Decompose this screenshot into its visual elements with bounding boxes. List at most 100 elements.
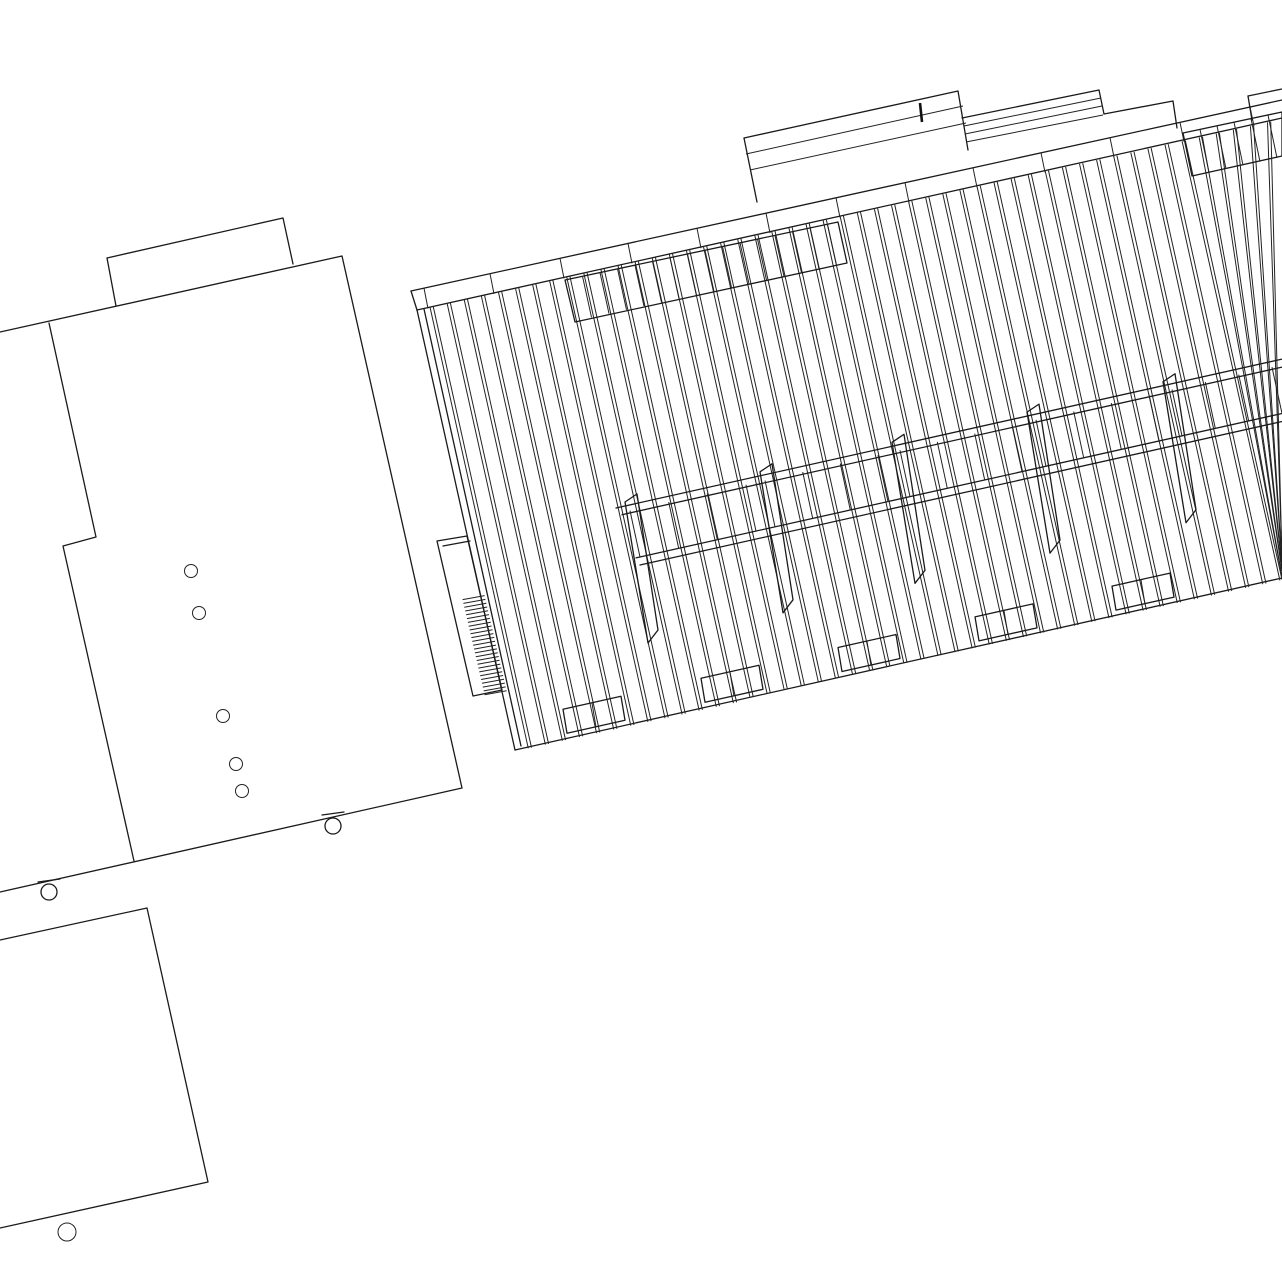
roof-rib: [668, 254, 768, 694]
stair-tread: [481, 678, 505, 684]
roof-rib: [620, 264, 720, 707]
roof-rib: [466, 298, 567, 741]
north-annex-a: [743, 90, 969, 151]
skylight-mullion: [1267, 114, 1278, 159]
roof-rib: [1113, 156, 1212, 596]
column-marker: [184, 564, 198, 578]
roof-rib: [706, 245, 805, 686]
skylight-mullion: [792, 231, 802, 273]
stair-tread: [478, 663, 501, 669]
roof-rib: [945, 193, 1045, 633]
gutter-unit: [974, 603, 1038, 642]
stair-tread: [471, 633, 494, 639]
column-markers: [184, 564, 249, 798]
north-annex-d: [1247, 88, 1282, 97]
roof-rib: [552, 279, 652, 722]
roof-rib: [993, 182, 1093, 623]
roof-rib: [723, 242, 823, 682]
eave-panel-joint: [696, 228, 702, 249]
eave-panels: [423, 106, 1255, 309]
skylight-pane-edge: [1035, 419, 1047, 467]
skylight-pane-edge: [936, 441, 948, 489]
roof-rib: [1198, 137, 1282, 577]
lower-building: [0, 907, 209, 1242]
roof-rib: [996, 181, 1096, 622]
stair-tread: [482, 682, 505, 688]
roof-rib: [720, 242, 819, 683]
roof-rib: [480, 295, 580, 738]
roof-rib: [1044, 171, 1144, 611]
band-rail-bottom: [639, 420, 1282, 566]
left-building-inner-wing: [48, 322, 135, 862]
roof-rib: [774, 230, 874, 671]
roof-rib: [976, 186, 1076, 626]
skylight-mullion: [809, 227, 820, 270]
roof-rib: [501, 291, 601, 733]
roof-rib: [1061, 167, 1161, 607]
roof-rib: [1181, 141, 1281, 581]
gutter-divider: [866, 641, 872, 666]
roof-rib: [654, 257, 754, 697]
roof-rib: [959, 190, 1059, 630]
left-building: [0, 217, 463, 901]
roof-rib: [839, 216, 939, 656]
roof-rib: [497, 291, 598, 734]
roof-rib: [1010, 178, 1110, 619]
roof-rib: [908, 201, 1007, 641]
skylight-pane-edge: [1238, 374, 1250, 422]
roof-rib: [1249, 126, 1282, 564]
skylight-mullion: [1199, 129, 1210, 173]
roof-rib: [617, 265, 717, 707]
eave-panel-joint: [1179, 122, 1185, 142]
stair-tread: [464, 602, 487, 608]
roof-rib: [757, 234, 857, 675]
skylight-pane-edge: [899, 450, 911, 497]
skylight-pane-edge: [839, 463, 851, 511]
roof-rib: [822, 220, 922, 660]
roof-rib: [1065, 166, 1164, 607]
roof-rib: [1030, 174, 1130, 614]
roof-rib: [979, 185, 1079, 626]
roof-rib: [1167, 144, 1267, 584]
downpipe-icon: [37, 878, 61, 901]
roof-rib: [637, 261, 738, 703]
stair-tread: [466, 610, 489, 616]
roof-rib: [1099, 159, 1199, 599]
eave-panel-joint: [423, 288, 429, 309]
roof-rib: [449, 302, 550, 745]
skylight-mullion: [774, 235, 785, 277]
eave-panel-joint: [1249, 106, 1255, 127]
stair-tread: [466, 614, 490, 620]
roof-rib: [737, 239, 836, 679]
eave-panel-joint: [559, 258, 565, 279]
column-marker: [235, 784, 249, 798]
eave-panel-joint: [1040, 152, 1046, 173]
roof-rib: [788, 227, 888, 668]
skylight-pane-edge: [974, 433, 986, 481]
roof-rib: [1130, 152, 1230, 592]
stair-tread: [465, 606, 488, 612]
skylight-mullion: [739, 242, 750, 284]
roof-rib: [1201, 136, 1282, 576]
roof-rib: [928, 196, 1028, 637]
skylight-mullion: [634, 264, 645, 307]
left-building-roof-annex: [106, 217, 294, 265]
roof-rib: [463, 299, 563, 741]
skylight-pane-edge: [1171, 389, 1183, 437]
stair-tread: [462, 595, 485, 601]
skylight-mullion: [1216, 125, 1227, 169]
skylight-pane-edge: [877, 455, 889, 502]
north-annex-b: [961, 89, 1105, 119]
eave-panel-joint: [489, 273, 495, 294]
right-building-south-edge: [514, 577, 1282, 751]
roof-rib: [894, 204, 993, 644]
dormer-ridge: [1026, 403, 1061, 554]
roof-rib: [1232, 129, 1282, 568]
roof-rib: [672, 253, 771, 694]
roof-rib: [740, 238, 840, 678]
skylight-pane-edge: [1011, 425, 1023, 472]
roof-rib: [532, 284, 632, 726]
left-building-outline: [0, 255, 463, 893]
eave-panel-joint: [904, 182, 910, 203]
skylight-mullion: [669, 257, 680, 299]
